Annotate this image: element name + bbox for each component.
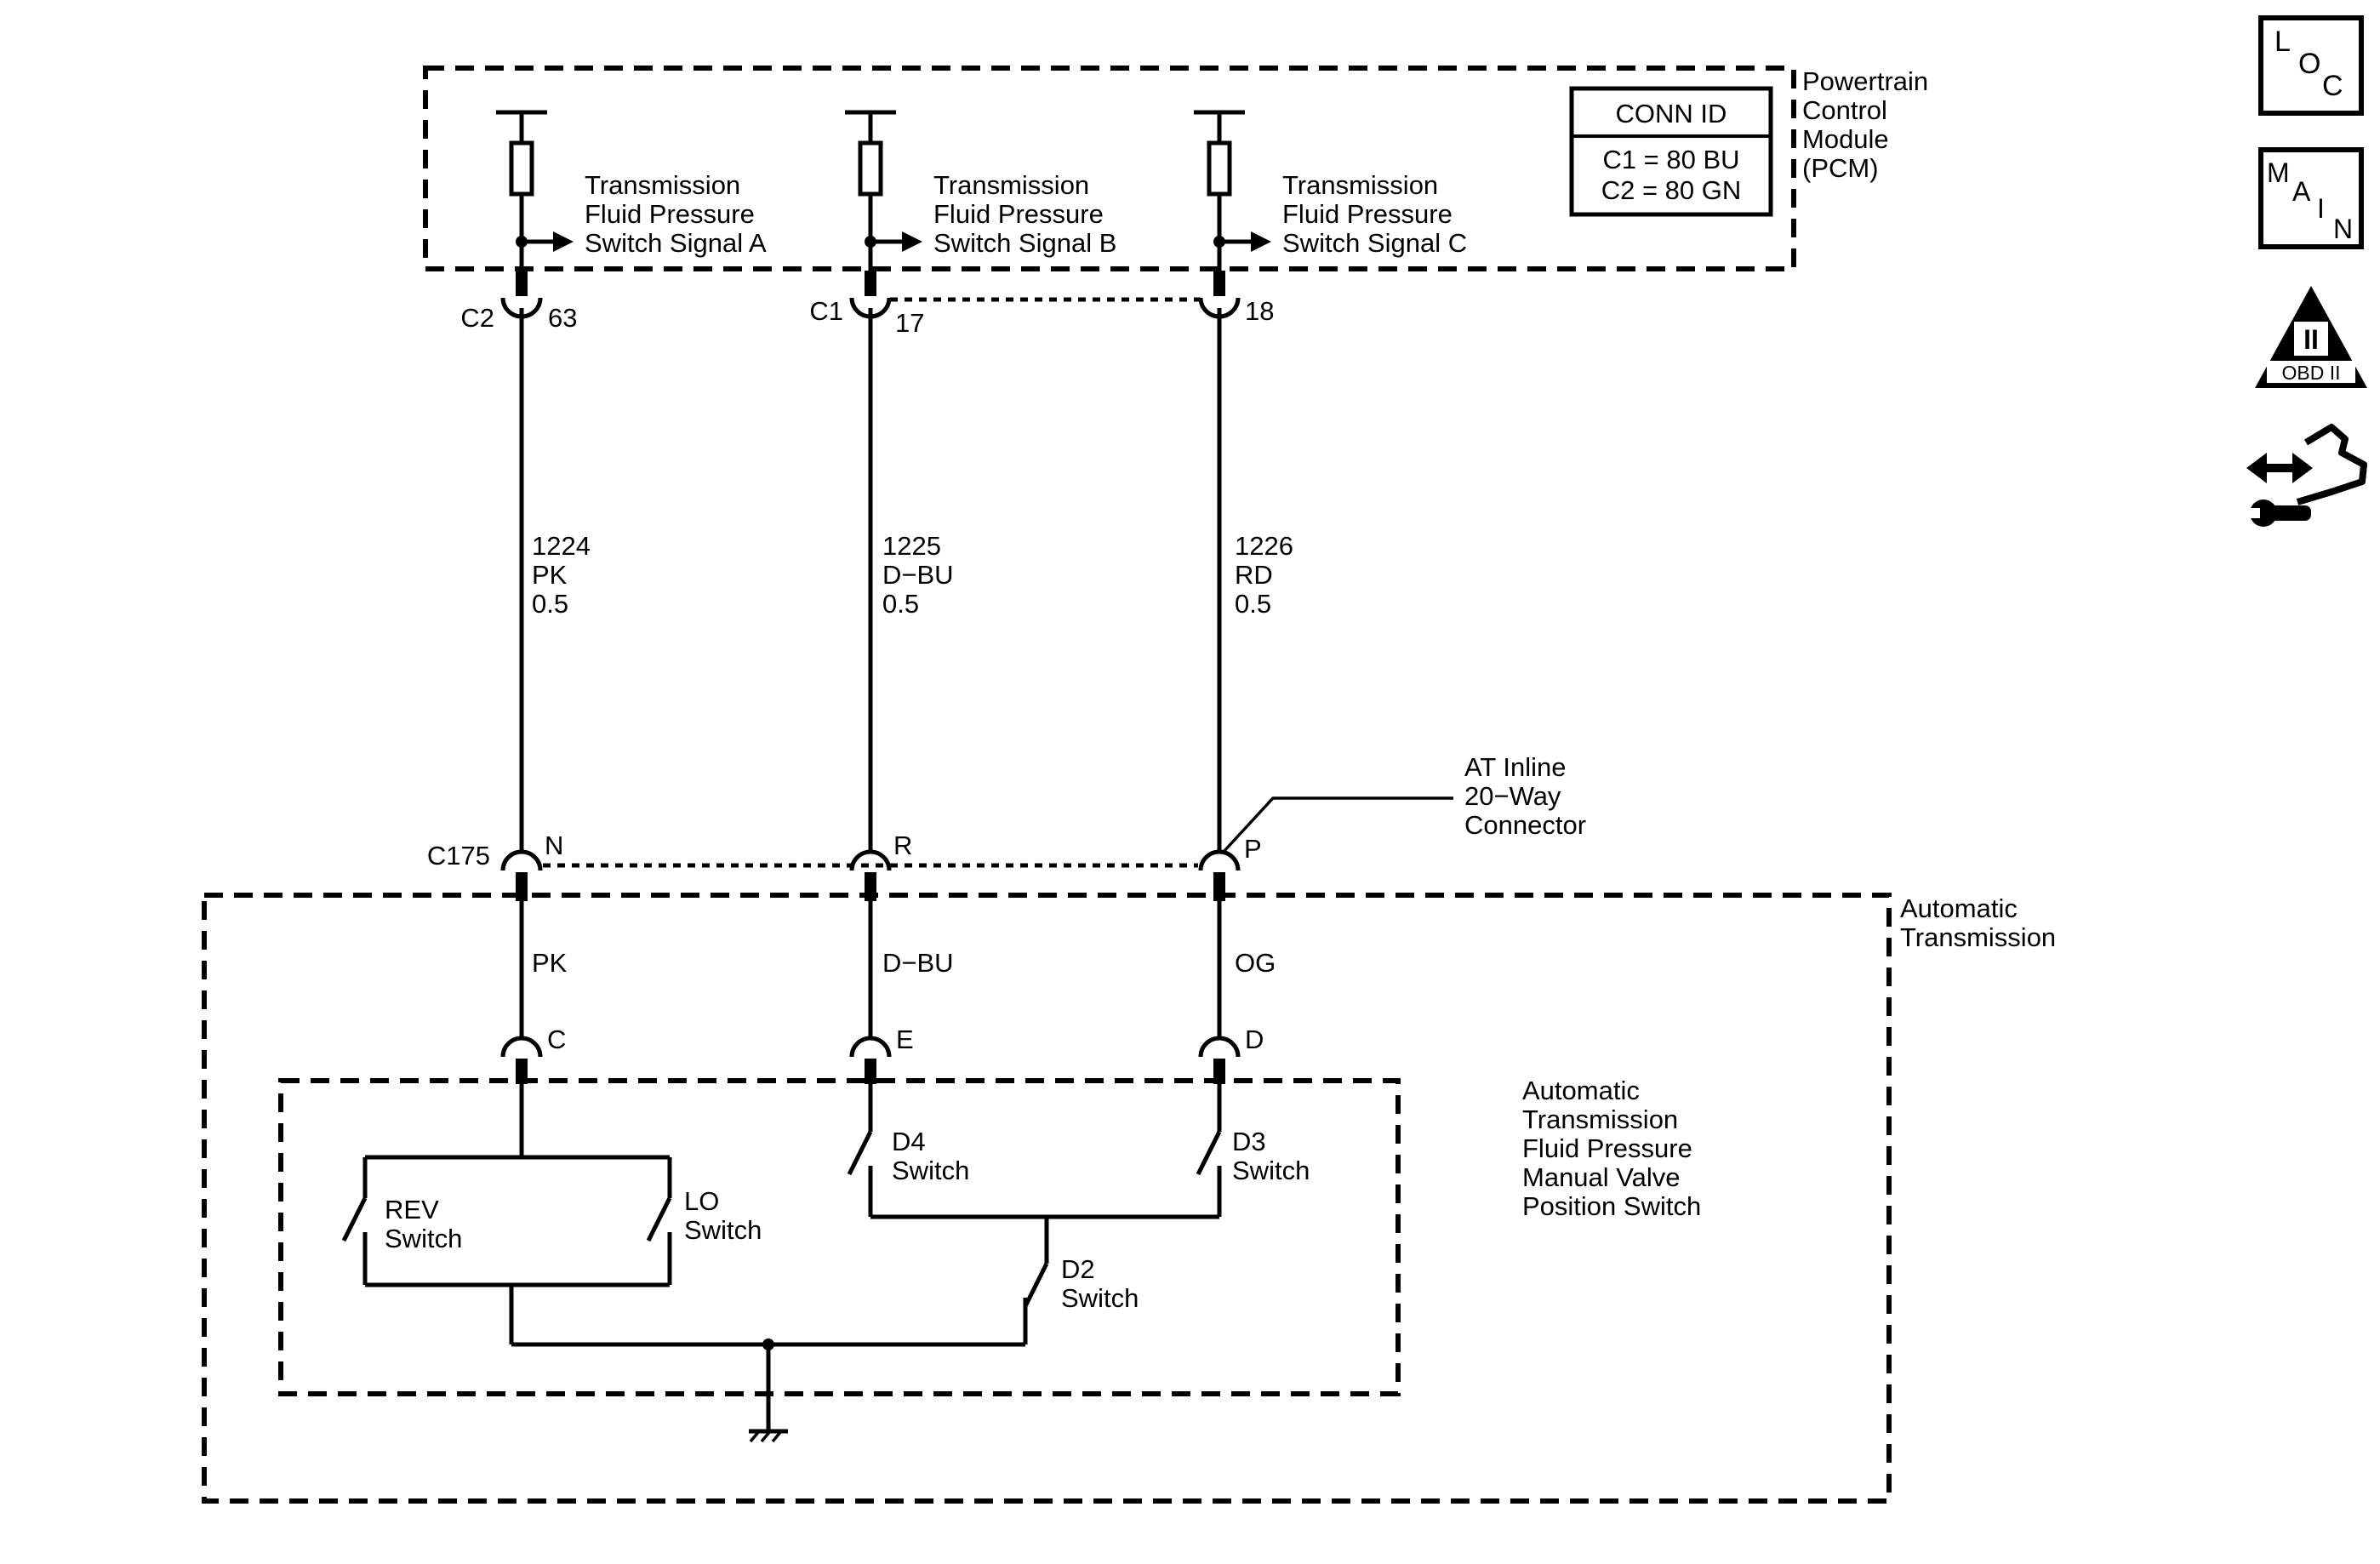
svg-text:N: N [2333,214,2353,244]
d4-switch-label: D4 Switch [892,1127,969,1185]
svg-text:Switch Signal B: Switch Signal B [933,228,1116,258]
svg-text:RD: RD [1235,560,1273,590]
svg-text:AT Inline: AT Inline [1464,752,1566,782]
svg-text:Powertrain: Powertrain [1802,66,1928,96]
transmission-label: Automatic Transmission [1900,893,2056,952]
pcm-signal-b: Transmission Fluid Pressure Switch Signa… [845,110,1116,271]
svg-text:OG: OG [1235,948,1276,978]
svg-text:Transmission: Transmission [933,170,1089,200]
transmission-wires: PK D−BU OG [519,901,1276,1040]
rev-lo-switch-loop [341,1084,672,1344]
svg-text:Transmission: Transmission [1282,170,1438,200]
conn-id-line-2: C2 = 80 GN [1601,175,1742,205]
svg-text:D2: D2 [1061,1254,1095,1284]
pin-63-label: 63 [548,303,577,333]
svg-text:Manual Valve: Manual Valve [1522,1162,1681,1192]
svg-text:D−BU: D−BU [882,948,954,978]
pin-n-label: N [545,831,563,860]
svg-text:Fluid Pressure: Fluid Pressure [1522,1133,1692,1163]
pcm-boundary [423,66,1796,271]
pin-17-label: 17 [895,308,924,338]
svg-text:Fluid Pressure: Fluid Pressure [585,199,755,229]
inline-connector-c175: C175 N R P AT Inline 20−Way Connector [427,752,1586,901]
pcm-label: Powertrain Control Module (PCM) [1802,66,1928,183]
svg-text:A: A [2292,176,2311,207]
d4-d3-switch-loop [847,1084,1222,1344]
svg-text:Transmission: Transmission [585,170,740,200]
svg-text:REV: REV [385,1195,439,1224]
service-wrench-icon[interactable] [2246,424,2367,527]
conn-id-box: CONN ID C1 = 80 BU C2 = 80 GN [1569,86,1773,217]
wire-1224: 1224 PK 0.5 [519,308,591,853]
svg-text:20−Way: 20−Way [1464,781,1561,811]
svg-text:Fluid Pressure: Fluid Pressure [933,199,1104,229]
conn-id-title: CONN ID [1616,99,1727,128]
svg-text:Switch: Switch [684,1215,762,1245]
svg-text:C: C [2322,70,2343,102]
svg-text:1226: 1226 [1235,531,1293,561]
svg-text:Transmission: Transmission [1900,922,2056,952]
svg-text:L: L [2274,26,2291,58]
svg-text:PK: PK [532,560,568,590]
connector-c2-label: C2 [460,303,494,333]
manual-valve-position-switch-label: Automatic Transmission Fluid Pressure Ma… [1522,1076,1701,1221]
svg-text:0.5: 0.5 [532,589,568,619]
pin-c-label: C [547,1025,566,1054]
obd-ii-icon[interactable]: II OBD II [2255,286,2367,388]
main-icon[interactable]: M A I N [2258,147,2364,249]
svg-text:I: I [2317,193,2325,224]
svg-text:Automatic: Automatic [1900,893,2018,923]
ground-symbol [511,1339,1025,1443]
conn-id-line-1: C1 = 80 BU [1602,145,1739,174]
connector-c1-label: C1 [809,296,843,326]
svg-text:O: O [2298,48,2320,80]
d3-switch-label: D3 Switch [1232,1127,1310,1185]
svg-text:LO: LO [684,1186,719,1216]
svg-text:D3: D3 [1232,1127,1266,1156]
d2-switch-label: D2 Switch [1061,1254,1139,1313]
svg-text:Switch: Switch [385,1224,462,1253]
svg-text:Module: Module [1802,124,1889,154]
transmission-boundary [202,893,1892,1504]
c175-label: C175 [427,841,490,870]
svg-text:Control: Control [1802,95,1887,125]
svg-text:Position Switch: Position Switch [1522,1191,1701,1221]
svg-text:1225: 1225 [882,531,941,561]
svg-text:(PCM): (PCM) [1802,153,1879,183]
pin-p-label: P [1244,834,1262,864]
pin-r-label: R [893,831,912,860]
svg-text:Switch Signal A: Switch Signal A [585,228,767,258]
lo-switch-label: LO Switch [684,1186,762,1245]
svg-text:1224: 1224 [532,531,591,561]
svg-text:Switch: Switch [892,1156,969,1185]
svg-text:D−BU: D−BU [882,560,954,590]
pin-18-label: 18 [1245,296,1274,326]
svg-text:Automatic: Automatic [1522,1076,1640,1105]
rev-switch-label: REV Switch [385,1195,462,1253]
pcm-connectors: C2 63 C1 17 18 [460,271,1274,338]
svg-text:Switch: Switch [1061,1283,1139,1313]
loc-icon[interactable]: L O C [2258,15,2364,116]
svg-text:Transmission: Transmission [1522,1105,1678,1134]
svg-text:PK: PK [532,948,568,978]
pcm-signal-c: Transmission Fluid Pressure Switch Signa… [1194,110,1467,271]
svg-text:OBD II: OBD II [2281,362,2340,384]
svg-text:II: II [2303,324,2319,355]
svg-text:0.5: 0.5 [1235,589,1271,619]
wire-1226: 1226 RD 0.5 [1217,308,1293,853]
svg-text:D4: D4 [892,1127,926,1156]
svg-text:Switch: Switch [1232,1156,1310,1185]
pin-d-label: D [1245,1025,1264,1054]
svg-text:Fluid Pressure: Fluid Pressure [1282,199,1453,229]
pin-e-label: E [896,1025,914,1054]
pcm-signal-a: Transmission Fluid Pressure Switch Signa… [496,110,767,271]
svg-text:Connector: Connector [1464,810,1586,840]
svg-text:M: M [2267,157,2290,188]
wire-1225: 1225 D−BU 0.5 [868,308,954,853]
svg-text:Switch Signal C: Switch Signal C [1282,228,1467,258]
svg-text:0.5: 0.5 [882,589,919,619]
switch-connector: C E D [500,1025,1264,1084]
